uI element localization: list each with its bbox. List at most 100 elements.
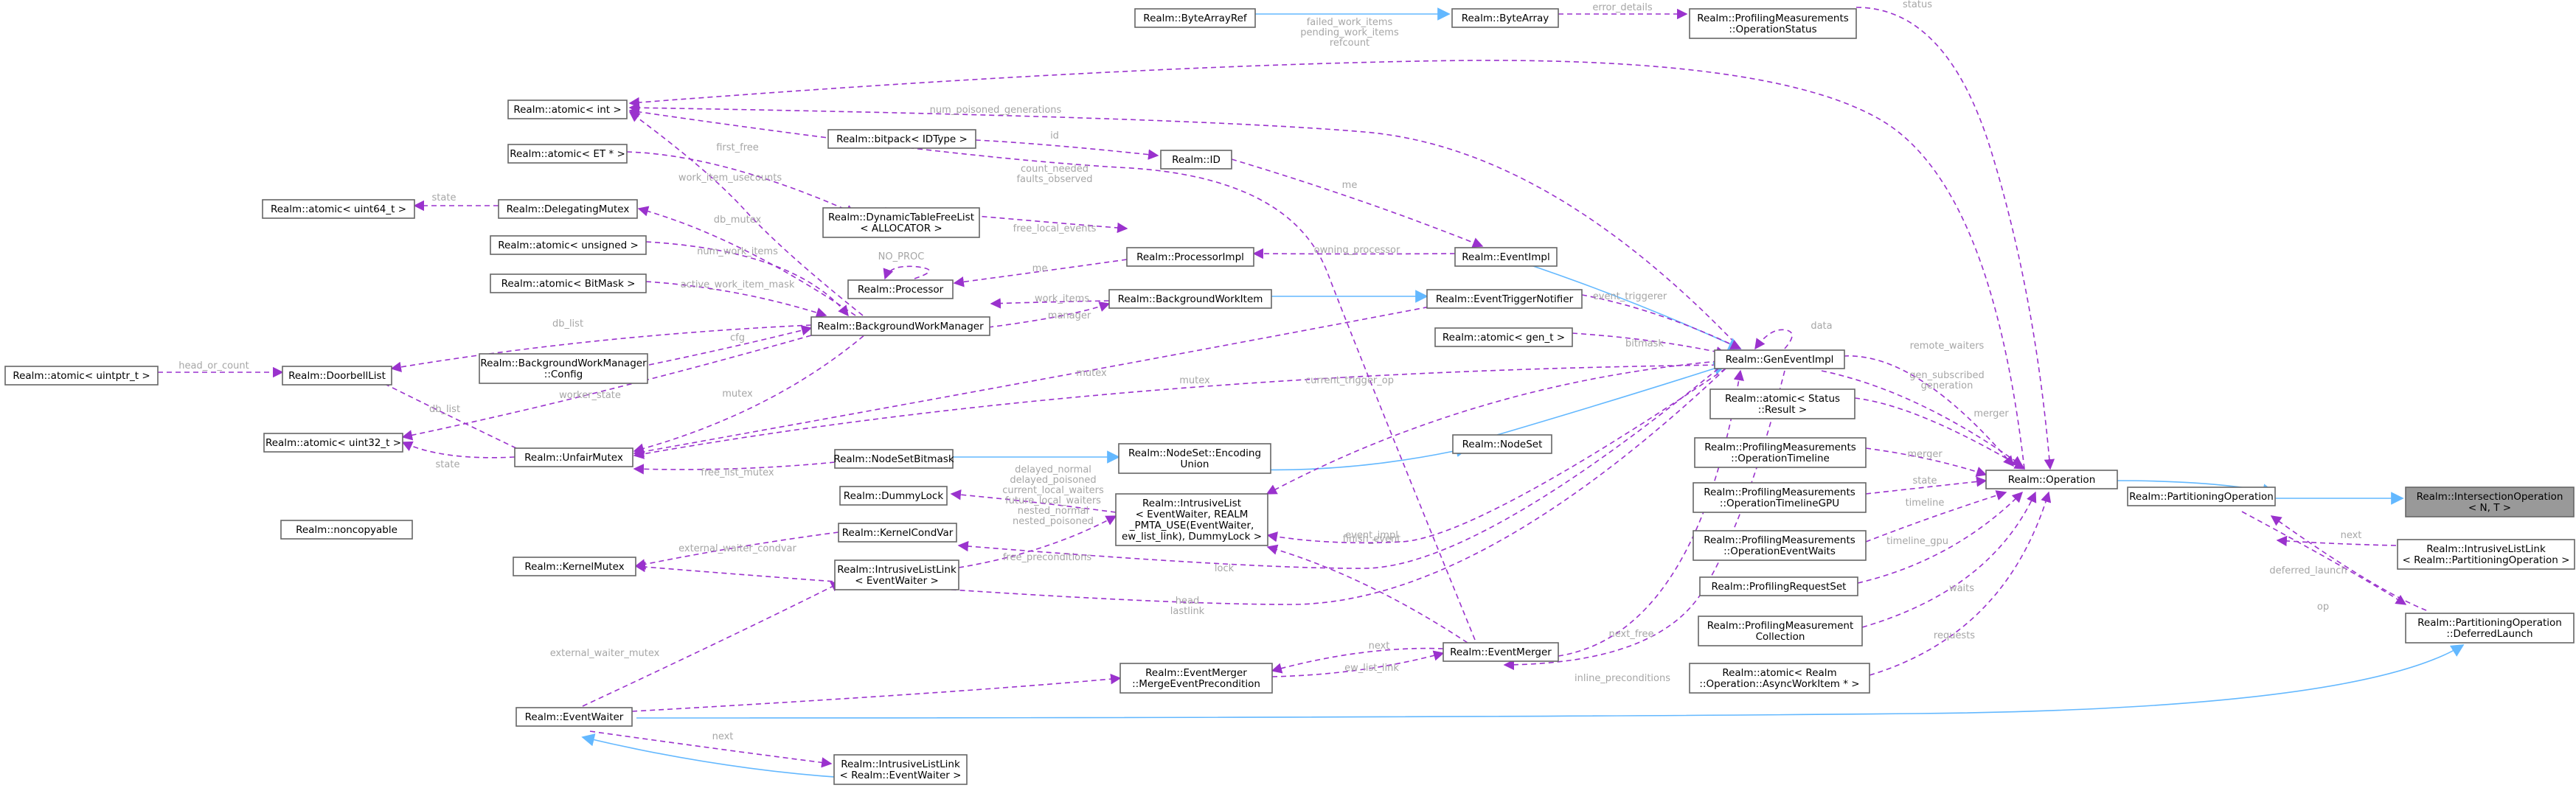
node-box xyxy=(1134,8,1256,28)
usage-edge-atomic_unsigned-to-bg_work_manager xyxy=(645,241,849,317)
class-node-bitpack[interactable]: Realm::bitpack< IDType > xyxy=(827,129,976,149)
class-node-kernel-condvar[interactable]: Realm::KernelCondVar xyxy=(838,523,957,543)
node-box xyxy=(490,235,647,255)
class-node-kernel-mutex[interactable]: Realm::KernelMutex xyxy=(513,557,636,576)
node-box xyxy=(2405,487,2575,517)
class-node-bwm-config[interactable]: Realm::BackgroundWorkManager::Config xyxy=(479,353,648,384)
node-box xyxy=(827,129,976,149)
class-node-operation[interactable]: Realm::Operation xyxy=(1985,470,2118,489)
edge-label: mutex xyxy=(1179,375,1210,386)
class-node-dyn-free-list[interactable]: Realm::DynamicTableFreeList< ALLOCATOR > xyxy=(822,207,980,238)
edge-label: finish_event xyxy=(1343,534,1401,545)
class-node-nodeset[interactable]: Realm::NodeSet xyxy=(1452,434,1552,454)
class-node-doorbell-list[interactable]: Realm::DoorbellList xyxy=(282,366,392,386)
class-node-processor[interactable]: Realm::Processor xyxy=(847,279,954,299)
usage-edge-deferred_launch-to-partitioning_op xyxy=(2270,515,2427,611)
class-node-delegating-mutex[interactable]: Realm::DelegatingMutex xyxy=(498,199,638,219)
edge-label: num_work_items xyxy=(697,246,778,257)
class-node-atomic-u32[interactable]: Realm::atomic< uint32_t > xyxy=(263,433,403,453)
class-node-bytearrayref[interactable]: Realm::ByteArrayRef xyxy=(1134,8,1256,28)
usage-edge-nodeset_bitmask-to-nodeset_encoding xyxy=(1572,332,1727,358)
class-node-atomic-et[interactable]: Realm::atomic< ET * > xyxy=(507,144,628,164)
class-node-profiling-request-set[interactable]: Realm::ProfilingRequestSet xyxy=(1699,576,1858,596)
node-label: Realm::DoorbellList xyxy=(288,370,386,382)
edge-label: op xyxy=(2317,602,2329,613)
class-node-event-impl[interactable]: Realm::EventImpl xyxy=(1454,247,1558,267)
node-box xyxy=(1126,247,1254,267)
class-node-nodeset-bitmask[interactable]: Realm::NodeSetBitmask xyxy=(833,449,954,469)
class-node-ill-eventwaiter-b[interactable]: Realm::IntrusiveListLink< Realm::EventWa… xyxy=(833,754,968,785)
class-node-opstatus[interactable]: Realm::ProfilingMeasurements::OperationS… xyxy=(1689,8,1857,39)
edge-label: next xyxy=(712,731,734,742)
class-node-bg-work-item[interactable]: Realm::BackgroundWorkItem xyxy=(1108,289,1272,309)
node-box xyxy=(1119,663,1273,694)
edge-label: merger xyxy=(1973,408,2009,419)
node-box xyxy=(507,100,628,119)
class-node-op-timeline-gpu[interactable]: Realm::ProfilingMeasurements::OperationT… xyxy=(1693,482,1867,513)
class-node-partitioning-op[interactable]: Realm::PartitioningOperation xyxy=(2127,487,2276,506)
node-label: Realm::NodeSet::Encoding xyxy=(1128,447,1261,459)
usage-edge-nodeset-to-gen_event_impl xyxy=(1843,355,2014,467)
edge-label: data xyxy=(1811,321,1832,332)
node-label: Realm::EventTriggerNotifier xyxy=(1436,293,1574,305)
class-node-event-merger[interactable]: Realm::EventMerger xyxy=(1443,642,1559,662)
class-node-realm-id[interactable]: Realm::ID xyxy=(1160,150,1232,170)
class-node-intrusive-list[interactable]: Realm::IntrusiveList< EventWaiter, REALM… xyxy=(1115,493,1268,546)
node-label: Realm::ID xyxy=(1172,154,1221,166)
edge-label: current_trigger_op xyxy=(1305,375,1394,386)
class-node-dummy-lock[interactable]: Realm::DummyLock xyxy=(839,486,948,506)
edge-label: gen_subscribed xyxy=(1909,370,1985,381)
class-node-atomic-bitmask[interactable]: Realm::atomic< BitMask > xyxy=(490,273,647,293)
class-node-unfair-mutex[interactable]: Realm::UnfairMutex xyxy=(514,447,633,467)
usage-edge-unfair_mutex-to-bg_work_manager xyxy=(633,330,871,454)
node-box xyxy=(834,449,954,469)
class-node-noncopyable[interactable]: Realm::noncopyable xyxy=(280,520,413,540)
class-node-bg-work-manager[interactable]: Realm::BackgroundWorkManager xyxy=(810,316,990,336)
class-node-processor-impl[interactable]: Realm::ProcessorImpl xyxy=(1126,247,1254,267)
usage-edge-ill_eventwaiter_a-to-intrusive_list xyxy=(634,368,1726,605)
class-node-atomic-int[interactable]: Realm::atomic< int > xyxy=(507,100,628,119)
class-node-ill-partop[interactable]: Realm::IntrusiveListLink< Realm::Partiti… xyxy=(2397,539,2575,570)
class-node-atomic-status[interactable]: Realm::atomic< Status::Result > xyxy=(1709,388,1855,419)
class-node-deferred-launch[interactable]: Realm::PartitioningOperation::DeferredLa… xyxy=(2405,613,2575,644)
node-box xyxy=(4,366,159,386)
node-label: Realm::atomic< ET * > xyxy=(510,148,625,160)
edge-label: remote_waiters xyxy=(1910,341,1985,352)
usage-edge-doorbell_list-to-bg_work_manager xyxy=(390,324,812,372)
class-node-intersection[interactable]: Realm::IntersectionOperation< N, T > xyxy=(2405,487,2575,517)
node-label: Realm::ProfilingRequestSet xyxy=(1712,581,1847,593)
node-box xyxy=(1160,150,1232,170)
usage-edge-processor-to-processor xyxy=(883,265,930,280)
class-node-event-waiter[interactable]: Realm::EventWaiter xyxy=(515,707,633,727)
usage-edge-gen_event_impl-to-operation xyxy=(1266,360,1719,495)
edge-label: active_work_item_mask xyxy=(681,279,795,290)
class-node-bytearray[interactable]: Realm::ByteArray xyxy=(1451,8,1559,28)
node-box xyxy=(2127,487,2276,506)
node-label: Realm::atomic< unsigned > xyxy=(498,240,639,251)
edge-label: refcount xyxy=(1330,38,1369,49)
class-node-atomic-u64[interactable]: Realm::atomic< uint64_t > xyxy=(262,199,415,219)
node-box xyxy=(1115,493,1268,546)
class-node-gen-event-impl[interactable]: Realm::GenEventImpl xyxy=(1714,349,1845,369)
class-node-atomic-asyncworkitem[interactable]: Realm::atomic< Realm::Operation::AsyncWo… xyxy=(1689,663,1870,694)
class-node-ill-eventwaiter-a[interactable]: Realm::IntrusiveListLink< EventWaiter > xyxy=(834,559,959,590)
edge-label: external_waiter_condvar xyxy=(678,543,796,554)
class-node-op-timeline[interactable]: Realm::ProfilingMeasurements::OperationT… xyxy=(1694,437,1867,468)
class-node-atomic-gen[interactable]: Realm::atomic< gen_t > xyxy=(1434,327,1573,347)
usage-edge-kernel_mutex-to-kernel_condvar xyxy=(631,674,1122,712)
node-label: Realm::BackgroundWorkManager xyxy=(480,358,647,369)
class-node-event-trigger-notifier[interactable]: Realm::EventTriggerNotifier xyxy=(1426,289,1583,309)
node-label: Realm::IntrusiveListLink xyxy=(841,759,960,770)
edge-label: NO_PROC xyxy=(878,251,925,262)
edge-label: mutex xyxy=(722,388,753,400)
node-box xyxy=(1443,642,1559,662)
class-node-atomic-uintptr[interactable]: Realm::atomic< uintptr_t > xyxy=(4,366,159,386)
node-label: Realm::ByteArray xyxy=(1462,13,1549,24)
class-node-atomic-unsigned[interactable]: Realm::atomic< unsigned > xyxy=(490,235,647,255)
usage-edge-merge_event_precondition-to-event_merger xyxy=(1558,369,1744,657)
class-node-op-event-waits[interactable]: Realm::ProfilingMeasurements::OperationE… xyxy=(1693,530,1867,561)
node-label: Realm::DynamicTableFreeList xyxy=(828,212,974,223)
class-node-merge-event-precondition[interactable]: Realm::EventMerger::MergeEventPreconditi… xyxy=(1119,663,1273,694)
